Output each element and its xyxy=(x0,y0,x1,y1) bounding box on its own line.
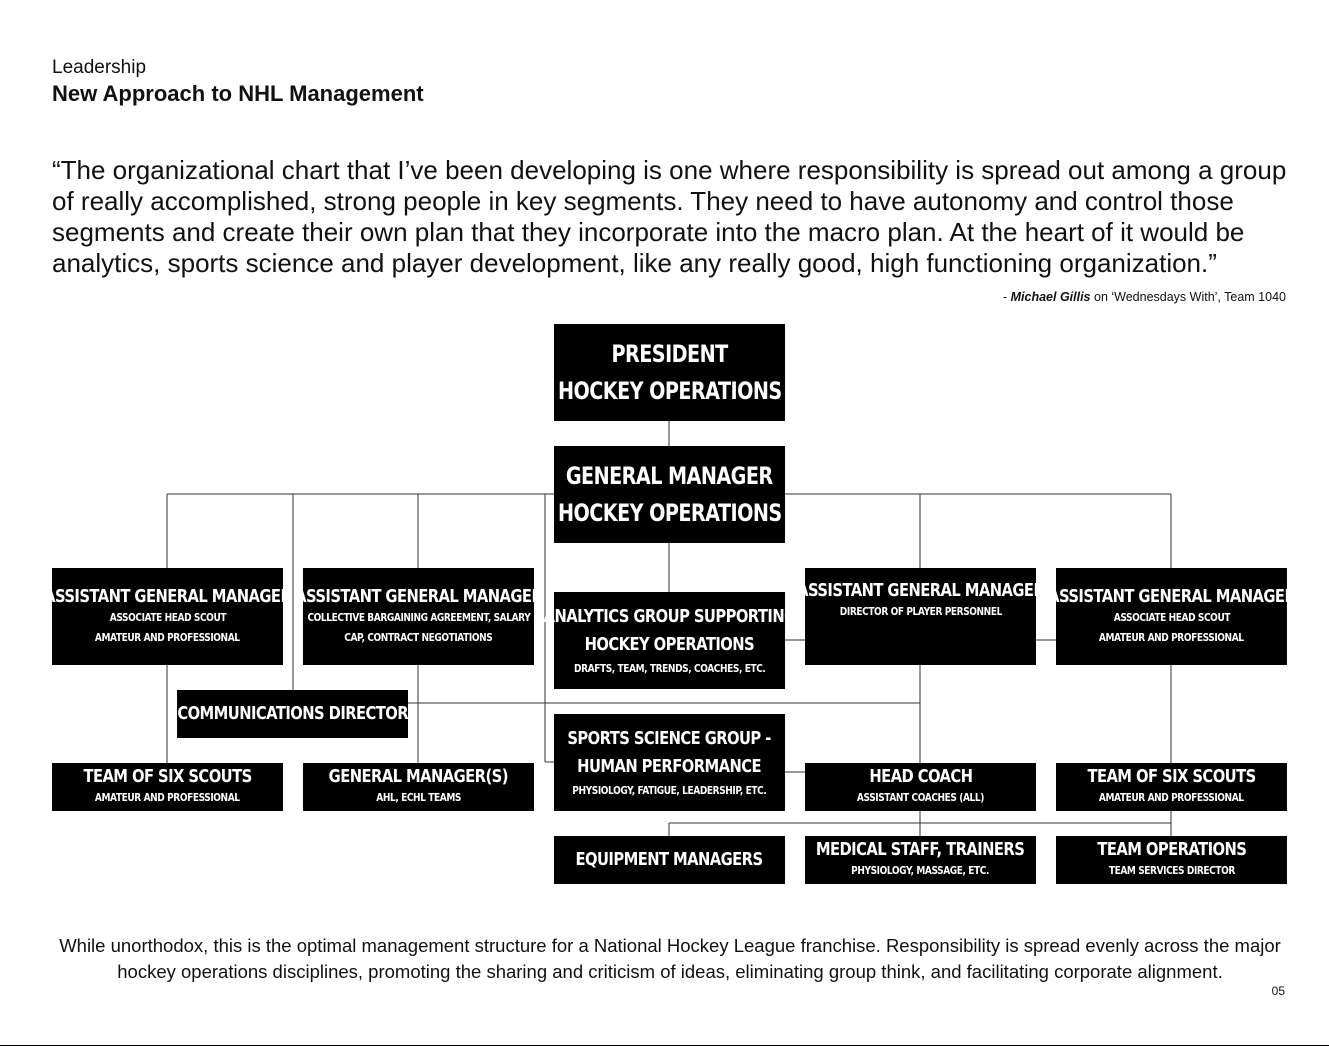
attribution-source: on ‘Wednesdays With’, Team 1040 xyxy=(1090,290,1286,304)
head-coach-box: Head Coach Assistant Coaches (All) xyxy=(805,763,1036,811)
agm-scouting-left-box: Assistant General Manager Associate Head… xyxy=(44,568,292,665)
equipment-title: Equipment Managers xyxy=(575,849,764,870)
president-box: President Hockey Operations xyxy=(554,324,785,421)
scouts-left-box: Team of Six Scouts Amateur and Professio… xyxy=(52,763,283,811)
medical-box: Medical Staff, Trainers Physiology, Mass… xyxy=(805,836,1036,884)
sports-science-box: Sports Science Group - Human Performance… xyxy=(554,714,785,811)
agm-scouting-right-sub2: Amateur and Professional xyxy=(1099,630,1244,644)
agm-player-personnel-box: Assistant General Manager Director of Pl… xyxy=(797,568,1045,665)
analytics-sub: Drafts, Team, Trends, Coaches, Etc. xyxy=(573,661,766,675)
agm-scouting-right-title: Assistant General Manager xyxy=(1047,585,1296,607)
agm-cba-sub2: Cap, Contract Negotiations xyxy=(344,630,493,644)
attribution-name: Michael Gillis xyxy=(1010,290,1091,304)
communications-title: Communications Director xyxy=(177,703,408,724)
team-ops-box: Team Operations Team Services Director xyxy=(1056,836,1287,884)
medical-title: Medical Staff, Trainers xyxy=(816,839,1025,860)
quote-attribution: - Michael Gillis on ‘Wednesdays With’, T… xyxy=(1003,290,1286,304)
scouts-left-title: Team of Six Scouts xyxy=(83,766,252,787)
agm-player-personnel-title: Assistant General Manager xyxy=(796,580,1045,601)
team-ops-sub: Team Services Director xyxy=(1108,864,1235,877)
agm-scouting-right-box: Assistant General Manager Associate Head… xyxy=(1048,568,1296,665)
president-line1: President xyxy=(611,339,728,368)
page-number: 05 xyxy=(1271,984,1285,998)
gm-affiliates-box: General Manager(s) AHL, ECHL Teams xyxy=(303,763,534,811)
agm-scouting-left-sub1: Associate Head Scout xyxy=(109,610,226,624)
agm-cba-box: Assistant General Manager Collective Bar… xyxy=(295,568,543,665)
agm-scouting-left-title: Assistant General Manager xyxy=(43,585,292,607)
scouts-right-box: Team of Six Scouts Amateur and Professio… xyxy=(1056,763,1287,811)
scouts-right-title: Team of Six Scouts xyxy=(1087,766,1256,787)
analytics-line1: Analytics Group Supporting xyxy=(543,605,797,627)
gm-affiliates-sub: AHL, ECHL Teams xyxy=(376,791,461,804)
page-title: New Approach to NHL Management xyxy=(52,81,424,106)
equipment-box: Equipment Managers xyxy=(554,836,785,884)
scouts-left-sub: Amateur and Professional xyxy=(95,791,240,804)
general-manager-line2: Hockey Operations xyxy=(557,498,782,527)
agm-scouting-left-sub2: Amateur and Professional xyxy=(95,630,240,644)
gm-affiliates-title: General Manager(s) xyxy=(328,766,509,787)
analytics-line2: Hockey Operations xyxy=(584,633,755,655)
section-label: Leadership xyxy=(52,57,147,78)
team-ops-title: Team Operations xyxy=(1097,839,1247,860)
general-manager-line1: General Manager xyxy=(566,461,773,490)
sports-science-line2: Human Performance xyxy=(577,755,762,777)
agm-cba-sub1: Collective Bargaining Agreement, Salary xyxy=(307,610,530,624)
agm-cba-title: Assistant General Manager xyxy=(294,585,543,607)
head-coach-title: Head Coach xyxy=(868,766,973,787)
sports-science-sub: Physiology, Fatigue, Leadership, Etc. xyxy=(572,783,767,797)
medical-sub: Physiology, Massage, Etc. xyxy=(851,864,990,877)
agm-player-personnel-sub1: Director of Player Personnel xyxy=(839,605,1002,618)
attribution-dash: - xyxy=(1002,290,1011,304)
caption-text: While unorthodox, this is the optimal ma… xyxy=(59,935,1281,982)
general-manager-box: General Manager Hockey Operations xyxy=(554,446,785,543)
head-coach-sub: Assistant Coaches (All) xyxy=(856,791,984,804)
president-line2: Hockey Operations xyxy=(557,376,782,405)
quote-text: “The organizational chart that I’ve been… xyxy=(52,155,1287,278)
sports-science-line1: Sports Science Group - xyxy=(567,727,772,749)
communications-box: Communications Director xyxy=(177,690,408,738)
analytics-box: Analytics Group Supporting Hockey Operat… xyxy=(544,592,796,689)
agm-scouting-right-sub1: Associate Head Scout xyxy=(1113,610,1230,624)
scouts-right-sub: Amateur and Professional xyxy=(1099,791,1244,804)
bottom-rule xyxy=(0,1045,1329,1046)
